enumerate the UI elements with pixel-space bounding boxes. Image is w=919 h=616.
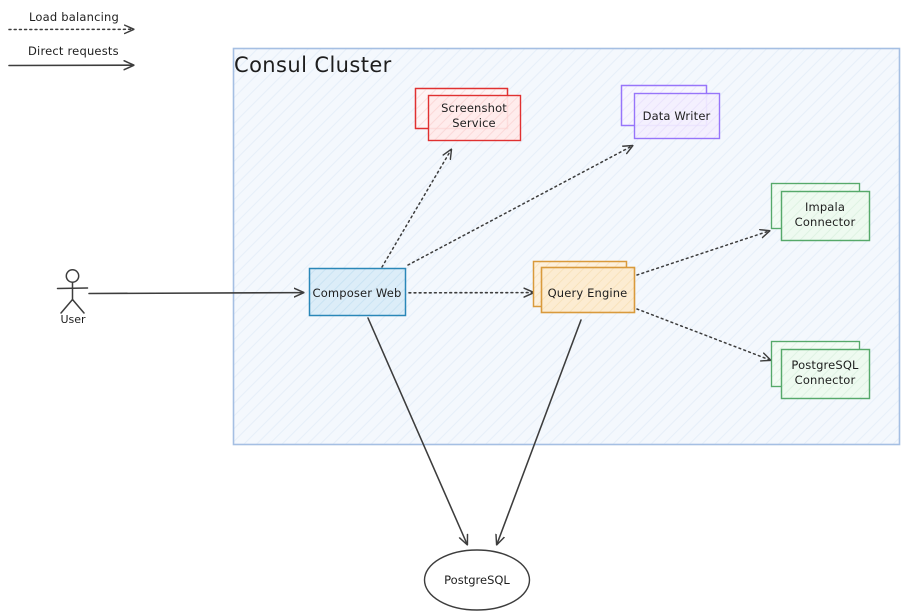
node-query-engine[interactable] — [532, 260, 636, 314]
node-data-writer[interactable] — [620, 84, 721, 140]
consul-cluster-boundary — [232, 47, 901, 446]
node-impala-connector[interactable] — [770, 182, 871, 242]
edge-composer-web-to-data-writer — [407, 146, 632, 266]
node-screenshot-service[interactable] — [414, 87, 522, 142]
node-postgresql-database[interactable] — [423, 549, 531, 611]
edge-composer-web-to-screenshot-service — [381, 150, 451, 268]
edge-query-engine-to-postgresql — [497, 319, 582, 544]
user-actor-icon — [56, 269, 89, 314]
edge-query-engine-to-impala-connector — [636, 231, 769, 276]
node-postgresql-connector[interactable] — [770, 340, 871, 400]
node-composer-web[interactable] — [308, 267, 407, 317]
edge-composer-web-to-postgresql — [367, 317, 467, 544]
edge-user-to-composer-web — [88, 293, 303, 294]
